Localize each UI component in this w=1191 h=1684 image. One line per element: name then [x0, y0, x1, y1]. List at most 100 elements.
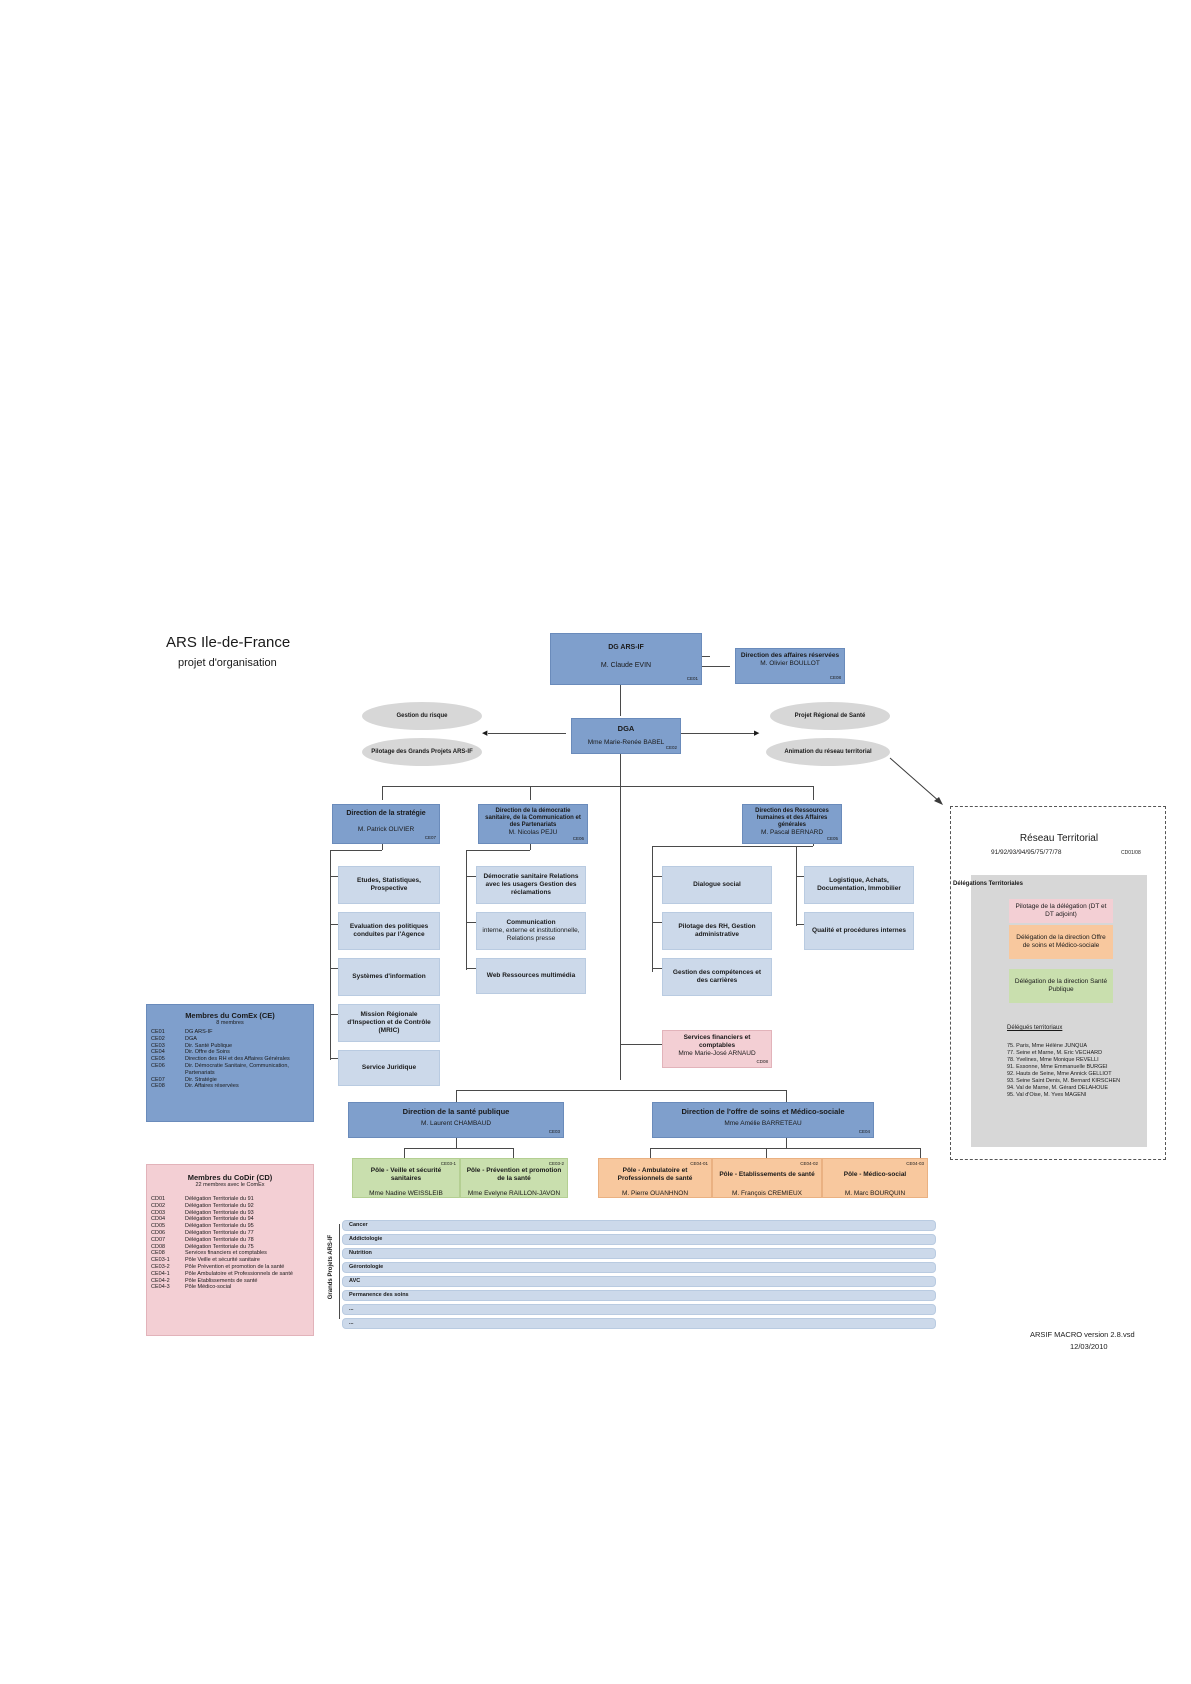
democratie-item[interactable]: Web Ressources multimédia [476, 958, 586, 994]
offre-soins-title: Direction de l'offre de soins et Médico-… [681, 1107, 845, 1116]
codir-row-code: CE08 [151, 1250, 165, 1257]
codir-row-label: Délégation Territoriale du 91 [185, 1196, 254, 1202]
pole-etablissements-box[interactable]: CE04-02 Pôle - Etablissements de santé M… [712, 1158, 822, 1198]
direction-democratie-box[interactable]: Direction de la démocratie sanitaire, de… [478, 804, 588, 844]
pole-prevention-box[interactable]: CE03-2 Pôle - Prévention et promotion de… [460, 1158, 568, 1198]
rh-item[interactable]: Dialogue social [662, 866, 772, 904]
direction-strategie-box[interactable]: Direction de la stratégie M. Patrick OLI… [332, 804, 440, 844]
grand-projet-bar[interactable]: AVC [342, 1276, 936, 1287]
pole-code: CE04-03 [906, 1161, 924, 1166]
grand-projet-bar[interactable]: ... [342, 1318, 936, 1329]
dga-box[interactable]: DGA Mme Marie-Renée BABEL CE02 [571, 718, 681, 754]
strategie-item-label: Systèmes d'information [352, 973, 426, 980]
delegue-item: 91. Essonne, Mme Emmanuelle BURGEI [1007, 1064, 1108, 1070]
chart-subtitle: projet d'organisation [178, 657, 277, 669]
comex-row-code: CE05 [151, 1056, 165, 1063]
ellipse-gestion-risque[interactable]: Gestion du risque [362, 702, 482, 730]
delegation-sante-publique-box[interactable]: Délégation de la direction Santé Publiqu… [1009, 969, 1113, 1003]
strategie-item[interactable]: Service Juridique [338, 1050, 440, 1086]
grand-projet-bar[interactable]: Nutrition [342, 1248, 936, 1259]
codir-row-label: Pôle Médico-social [185, 1284, 232, 1291]
finance-title: Services financiers et comptables [683, 1034, 751, 1049]
services-financiers-box[interactable]: Services financiers et comptables Mme Ma… [662, 1030, 772, 1068]
ellipse-pilotage-grands-projets[interactable]: Pilotage des Grands Projets ARS-IF [362, 738, 482, 766]
rh-item[interactable]: Logistique, Achats, Documentation, Immob… [804, 866, 914, 904]
rh-item-label: Logistique, Achats, Documentation, Immob… [817, 877, 901, 892]
pole-veille-box[interactable]: CE03-1 Pôle - Veille et sécurité sanitai… [352, 1158, 460, 1198]
direction-offre-soins-box[interactable]: Direction de l'offre de soins et Médico-… [652, 1102, 874, 1138]
strategie-item[interactable]: Etudes, Statistiques, Prospective [338, 866, 440, 904]
rh-code: CE05 [826, 836, 838, 841]
finance-name: Mme Marie-José ARNAUD [678, 1050, 756, 1057]
direction-rh-box[interactable]: Direction des Ressources humaines et des… [742, 804, 842, 844]
ellipse-projet-regional-sante[interactable]: Projet Régional de Santé [770, 702, 890, 730]
democratie-item[interactable]: Communication interne, externe et instit… [476, 912, 586, 950]
dg-code: CE01 [686, 676, 698, 681]
pole-medico-social-box[interactable]: CE04-03 Pôle - Médico-social M. Marc BOU… [822, 1158, 928, 1198]
rh-item-label: Qualité et procédures internes [812, 927, 906, 934]
delegations-label: Délégations Territoriales [953, 881, 1023, 887]
rh-item[interactable]: Qualité et procédures internes [804, 912, 914, 950]
affaires-code: CE08 [829, 675, 841, 680]
delegations-panel: Délégations Territoriales Pilotage de la… [953, 875, 1147, 1147]
comex-row-label: Dir. Santé Publique [185, 1042, 233, 1049]
delegue-item: 77. Seine et Marne, M. Eric VECHARD [1007, 1050, 1103, 1056]
direction-sante-publique-box[interactable]: Direction de la santé publique M. Lauren… [348, 1102, 564, 1138]
comex-subtitle: 8 membres [216, 1020, 244, 1026]
comex-row-label: DG ARS-IF [185, 1029, 213, 1035]
strategie-item[interactable]: Systèmes d'information [338, 958, 440, 996]
delegation-pilotage-box[interactable]: Pilotage de la délégation (DT et DT adjo… [1009, 899, 1113, 923]
footer-date: 12/03/2010 [1070, 1342, 1108, 1351]
strategie-item[interactable]: Evaluation des politiques conduites par … [338, 912, 440, 950]
codir-row-code: CD04 [151, 1216, 166, 1223]
grand-projet-bar[interactable]: Gérontologie [342, 1262, 936, 1273]
strategie-item[interactable]: Mission Régionale d'Inspection et de Con… [338, 1004, 440, 1042]
strategie-name: M. Patrick OLIVIER [357, 826, 415, 833]
democratie-code: CE06 [572, 836, 584, 841]
dg-box[interactable]: DG ARS-IF M. Claude EVIN CE01 [550, 633, 702, 685]
codir-row: CE08 Services financiers et comptables [151, 1250, 309, 1257]
codir-row-label: Services financiers et comptables [185, 1250, 267, 1257]
comex-row-label: Direction des RH et des Affaires Général… [185, 1056, 290, 1063]
codir-row-label: Pôle Veille et sécurité sanitaire [185, 1257, 260, 1264]
pole-code: CE04-02 [800, 1161, 818, 1166]
affaires-box[interactable]: Direction des affaires réservées M. Oliv… [735, 648, 845, 684]
democratie-item-label: Web Ressources multimédia [486, 972, 576, 979]
pole-name: M. François CREMIEUX [731, 1190, 803, 1197]
codir-row-code: CD08 [151, 1243, 166, 1250]
comex-row-code: CE08 [151, 1083, 165, 1090]
rh-item[interactable]: Gestion des compétences et des carrières [662, 958, 772, 996]
dga-title: DGA [617, 724, 635, 733]
delegue-item: 92. Hauts de Seine, Mme Annick GELLIOT [1007, 1071, 1112, 1077]
delegue-item: 78. Yvelines, Mme Monique REVELLI [1007, 1057, 1099, 1063]
chart-title: ARS Ile-de-France [166, 634, 291, 651]
strategie-item-label: Mission Régionale d'Inspection et de Con… [347, 1011, 431, 1034]
codir-panel: Membres du CoDir (CD) 22 membres avec le… [146, 1164, 314, 1336]
grand-projet-bar[interactable]: Addictologie [342, 1234, 936, 1245]
sante-publique-name: M. Laurent CHAMBAUD [420, 1120, 492, 1127]
comex-row-label: DGA [185, 1035, 197, 1042]
ellipse-animation-reseau[interactable]: Animation du réseau territorial [766, 738, 890, 766]
strategie-item-label: Evaluation des politiques conduites par … [349, 923, 429, 938]
rh-item-label: Pilotage des RH, Gestion administrative [678, 923, 756, 938]
rh-item[interactable]: Pilotage des RH, Gestion administrative [662, 912, 772, 950]
grand-projet-bar[interactable]: Cancer [342, 1220, 936, 1231]
pole-ambulatoire-box[interactable]: CE04-01 Pôle - Ambulatoire et Profession… [598, 1158, 712, 1198]
dga-name: Mme Marie-Renée BABEL [587, 739, 665, 746]
delegation-offre-soins-box[interactable]: Délégation de la direction Offre de soin… [1009, 925, 1113, 959]
democratie-item-label: Démocratie sanitaire Relations avec les … [483, 873, 579, 896]
democratie-item-sub: interne, externe et institutionnelle, Re… [482, 927, 580, 942]
offre-soins-name: Mme Amélie BARRETEAU [724, 1120, 802, 1127]
grand-projet-bar[interactable]: ... [342, 1304, 936, 1315]
democratie-item-label: Communication [506, 919, 556, 926]
democratie-item[interactable]: Démocratie sanitaire Relations avec les … [476, 866, 586, 904]
grand-projet-bar[interactable]: Permanence des soins [342, 1290, 936, 1301]
